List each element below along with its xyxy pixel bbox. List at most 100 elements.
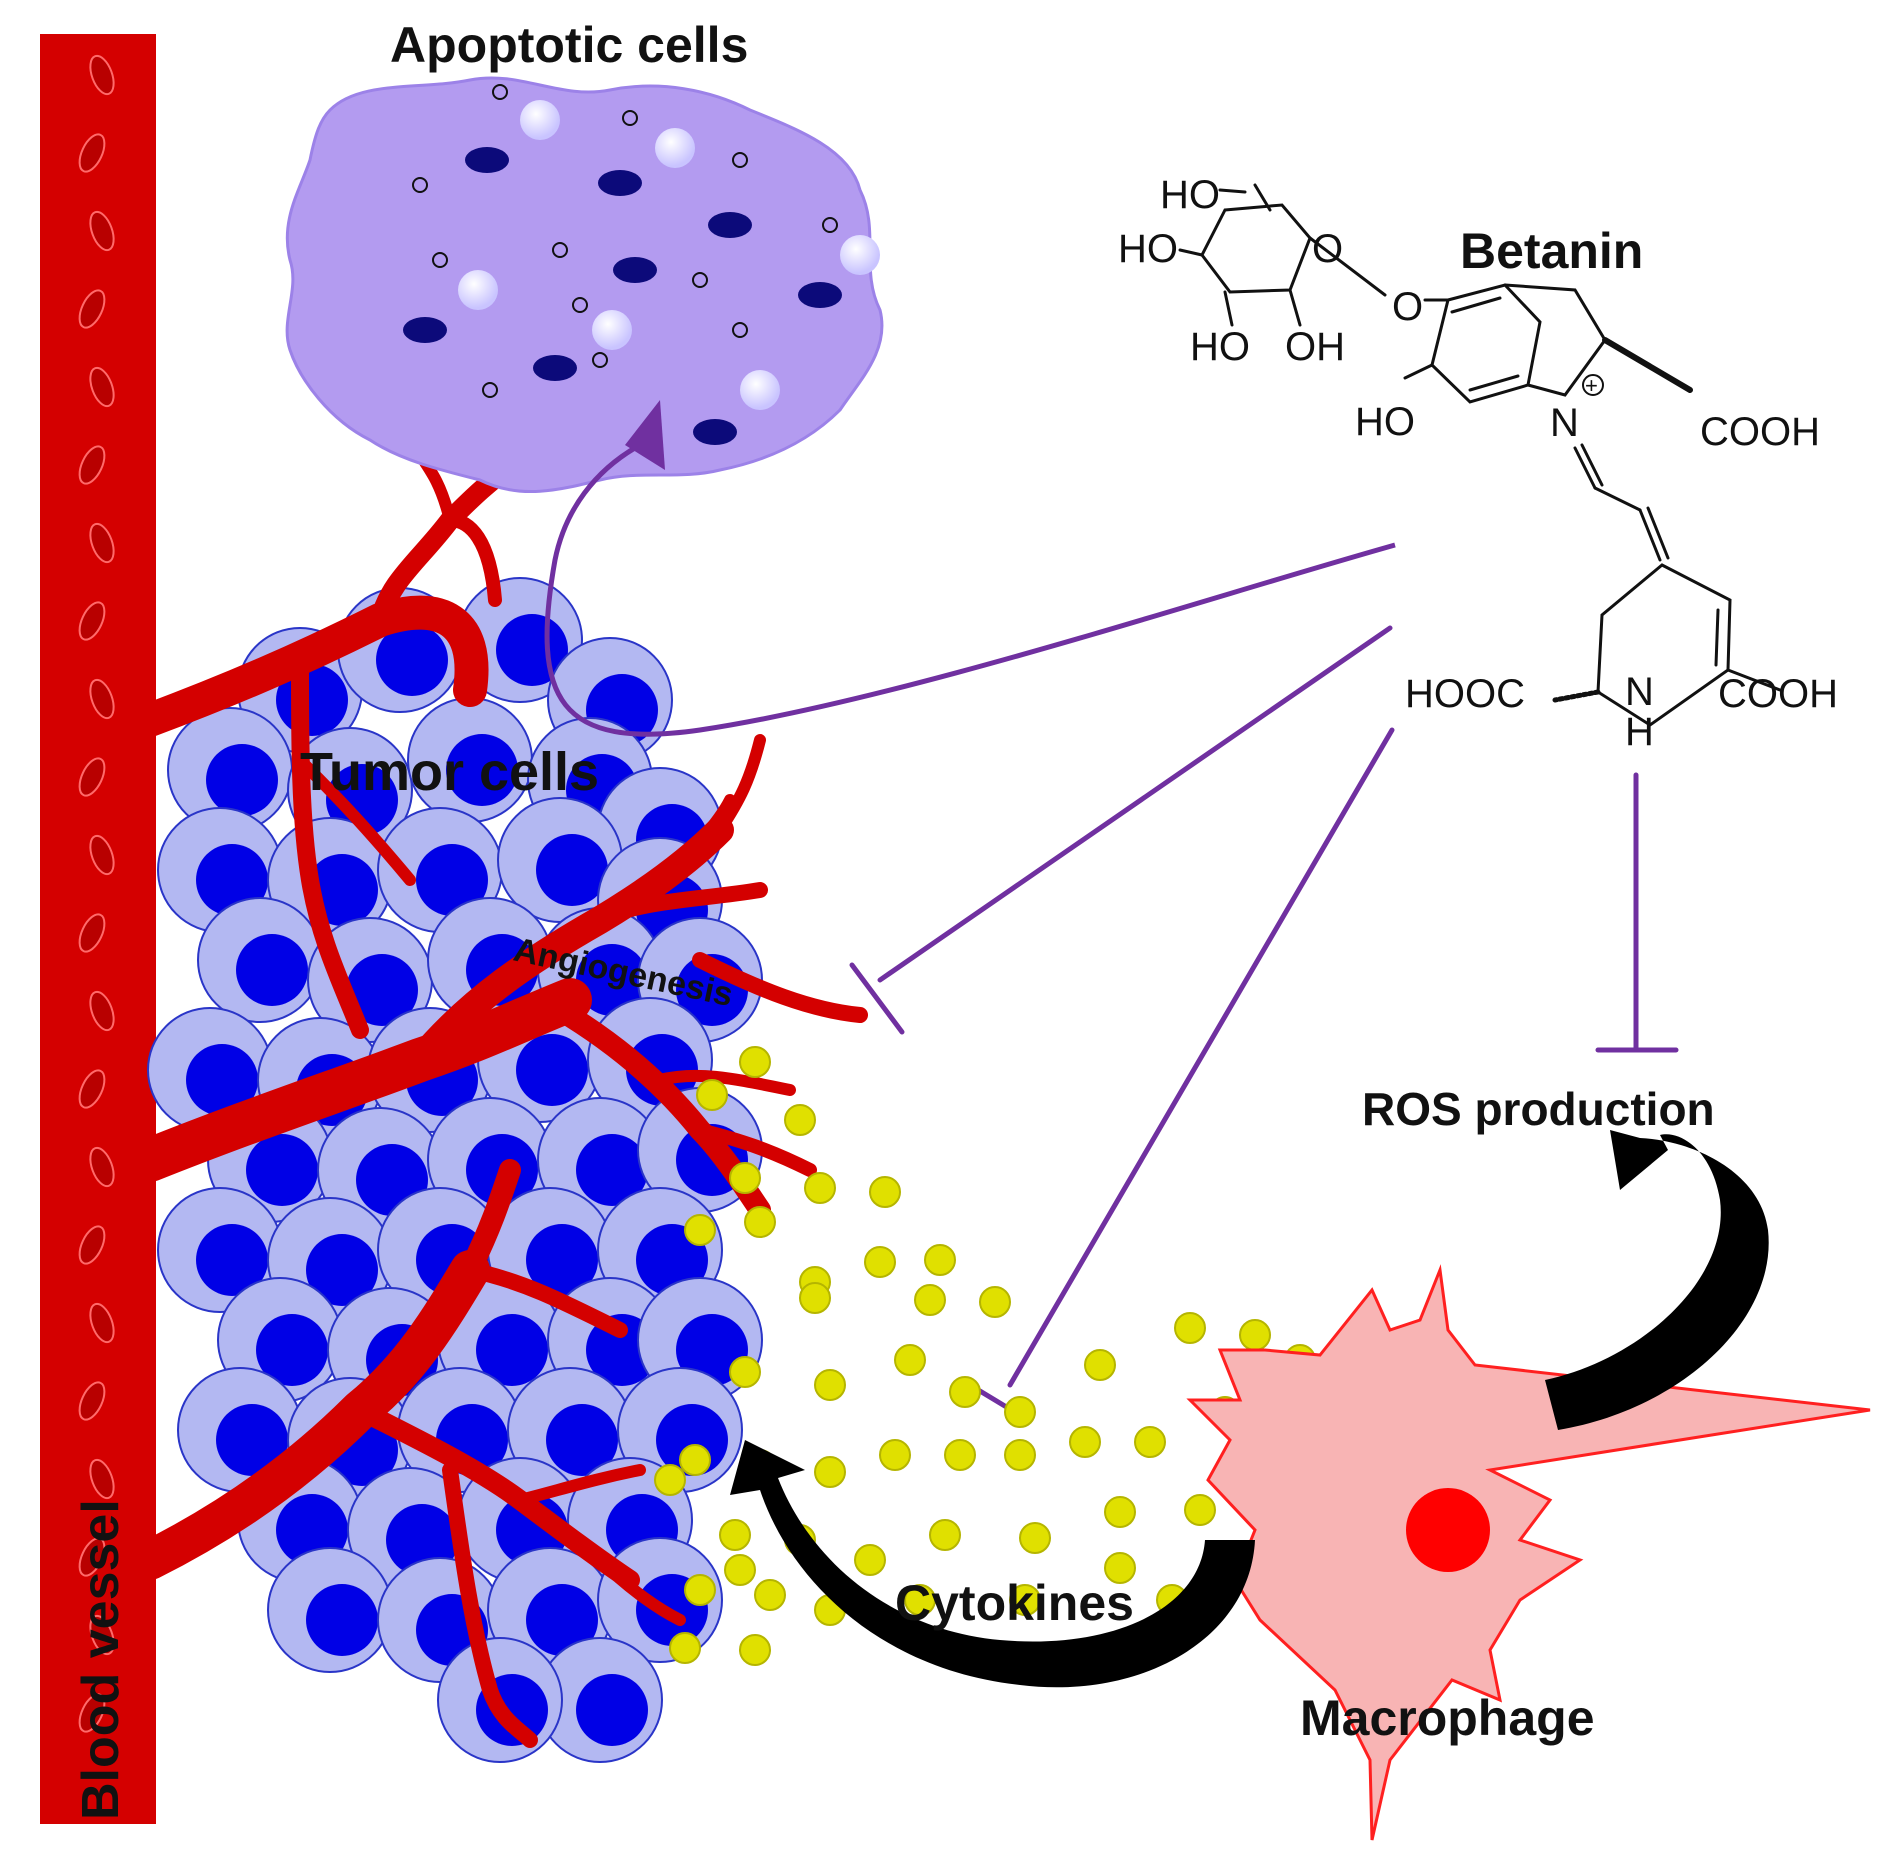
cytokine-dot (814, 1456, 846, 1488)
tumor-cell (197, 897, 323, 1023)
tumor-cells-label: Tumor cells (300, 742, 599, 802)
chain-bond-1 (1593, 486, 1642, 512)
red-blood-cell (89, 366, 115, 408)
ros-production-label: ROS production (1362, 1083, 1715, 1135)
apoptotic-vesicle (458, 270, 498, 310)
macrophage-body (1186, 1264, 1871, 1841)
imine-bond (1573, 446, 1597, 490)
tumor-cell-nucleus (376, 624, 448, 696)
cytokine-dot (864, 1246, 896, 1278)
chem-charge-circle (1582, 374, 1604, 396)
cytokine-dot (1009, 1584, 1041, 1616)
branch-middle-right-twig (693, 1123, 817, 1177)
red-blood-cell (89, 210, 115, 252)
tumor-cell-nucleus (526, 1224, 598, 1296)
cytokine-dot (784, 1104, 816, 1136)
tumor-cell-nucleus (576, 1674, 648, 1746)
apoptotic-nucleus (598, 170, 642, 196)
apoptotic-nucleus (693, 419, 737, 445)
cytokine-dot (654, 1464, 686, 1496)
cytokine-dot (696, 1079, 728, 1111)
glucose-oh-2 (1223, 290, 1234, 327)
red-blood-cell (78, 1069, 106, 1109)
cytokine-dot (739, 1634, 771, 1666)
cytokine-dot (914, 1284, 946, 1316)
tumor-cell-nucleus (306, 1584, 378, 1656)
apoptotic-body (492, 84, 508, 100)
red-blood-cell (78, 1225, 106, 1265)
blood-vessel: Blood vessel (40, 34, 156, 1824)
cytokine-dot (814, 1369, 846, 1401)
tumor-cell-nucleus (576, 944, 648, 1016)
apoptotic-body (692, 272, 708, 288)
tumor-cell (147, 1007, 273, 1133)
chem-nh: N (1625, 670, 1654, 714)
tumor-cell-nucleus (306, 1234, 378, 1306)
tumor-cell-nucleus (216, 1404, 288, 1476)
tumor-cell (157, 1187, 283, 1313)
ros-release-arrow-body (1545, 1130, 1769, 1430)
apoptotic-body (732, 152, 748, 168)
macrophage: Macrophage (1186, 1264, 1871, 1841)
pyridine-ring (1596, 563, 1732, 727)
chem-o-link: O (1392, 285, 1423, 329)
cytokine-release-arrow-body (730, 1440, 1255, 1688)
inhibit-cytokines-line (1007, 727, 1395, 1388)
inhibit-angiogenesis-line (877, 625, 1393, 983)
cytokine-dot (1069, 1426, 1101, 1458)
cytokine-dot (1239, 1319, 1271, 1351)
cytokine-dot (729, 1162, 761, 1194)
carboxyl-bond-right (1726, 668, 1782, 692)
red-blood-cell (78, 601, 106, 641)
cytokine-dot (744, 1206, 776, 1238)
branch-middle-up-twig-3 (674, 794, 736, 876)
cytokine-dot (924, 1244, 956, 1276)
tumor-cell-nucleus (476, 1314, 548, 1386)
chem-oh-4: OH (1285, 325, 1345, 369)
apoptotic-body (622, 110, 638, 126)
glucose-o-link (1308, 236, 1387, 297)
cytokine-dot (1019, 1522, 1051, 1554)
tumor-cell-nucleus (516, 1034, 588, 1106)
blood-vessel-label: Blood vessel (72, 1499, 130, 1820)
imine-bond-2 (1580, 443, 1604, 487)
chem-ho-2: HO (1118, 227, 1178, 271)
glucose-ring (1200, 203, 1312, 294)
tumor-cell-nucleus (186, 1044, 258, 1116)
red-blood-cell (89, 522, 115, 564)
chem-h: H (1625, 710, 1654, 754)
indoline-double-1 (1450, 296, 1502, 314)
cytokine-dot (944, 1439, 976, 1471)
apoptotic-body (732, 322, 748, 338)
glucose-oh-1 (1178, 248, 1204, 257)
cytokine-dot (684, 1214, 716, 1246)
apoptotic-vesicle (592, 310, 632, 350)
cytokine-dot (894, 1344, 926, 1376)
red-blood-cell (89, 54, 115, 96)
branch-bottom-low-twig (514, 1464, 646, 1506)
tumor-cell-nucleus (416, 844, 488, 916)
red-blood-cell (78, 289, 106, 329)
betanin-structure: Betanin (1118, 173, 1838, 754)
apoptotic-body (412, 177, 428, 193)
apoptotic-nucleus (533, 355, 577, 381)
tumor-cell-nucleus (326, 764, 398, 836)
chain-bond-2b (1646, 506, 1670, 560)
cytokine-dot (679, 1444, 711, 1476)
apoptotic-nucleus (613, 257, 657, 283)
branch-bottom-low-down (442, 1462, 538, 1748)
branch-top-down-2 (294, 754, 416, 886)
chem-hooc: HOOC (1405, 672, 1525, 716)
cytokine-dot (904, 1584, 936, 1616)
red-blood-cell (89, 1458, 115, 1500)
apoptotic-nucleus (708, 212, 752, 238)
apoptotic-cell-contents (403, 84, 880, 445)
cytokine-dot (1134, 1426, 1166, 1458)
apoptotic-nucleus (465, 147, 509, 173)
cytokine-dot (719, 1519, 751, 1551)
cytokine-dot (929, 1519, 961, 1551)
chain-bond-2 (1638, 508, 1662, 562)
apoptotic-vesicle (655, 128, 695, 168)
cytokine-dot (949, 1376, 981, 1408)
branch-bottom-up (459, 1159, 521, 1281)
